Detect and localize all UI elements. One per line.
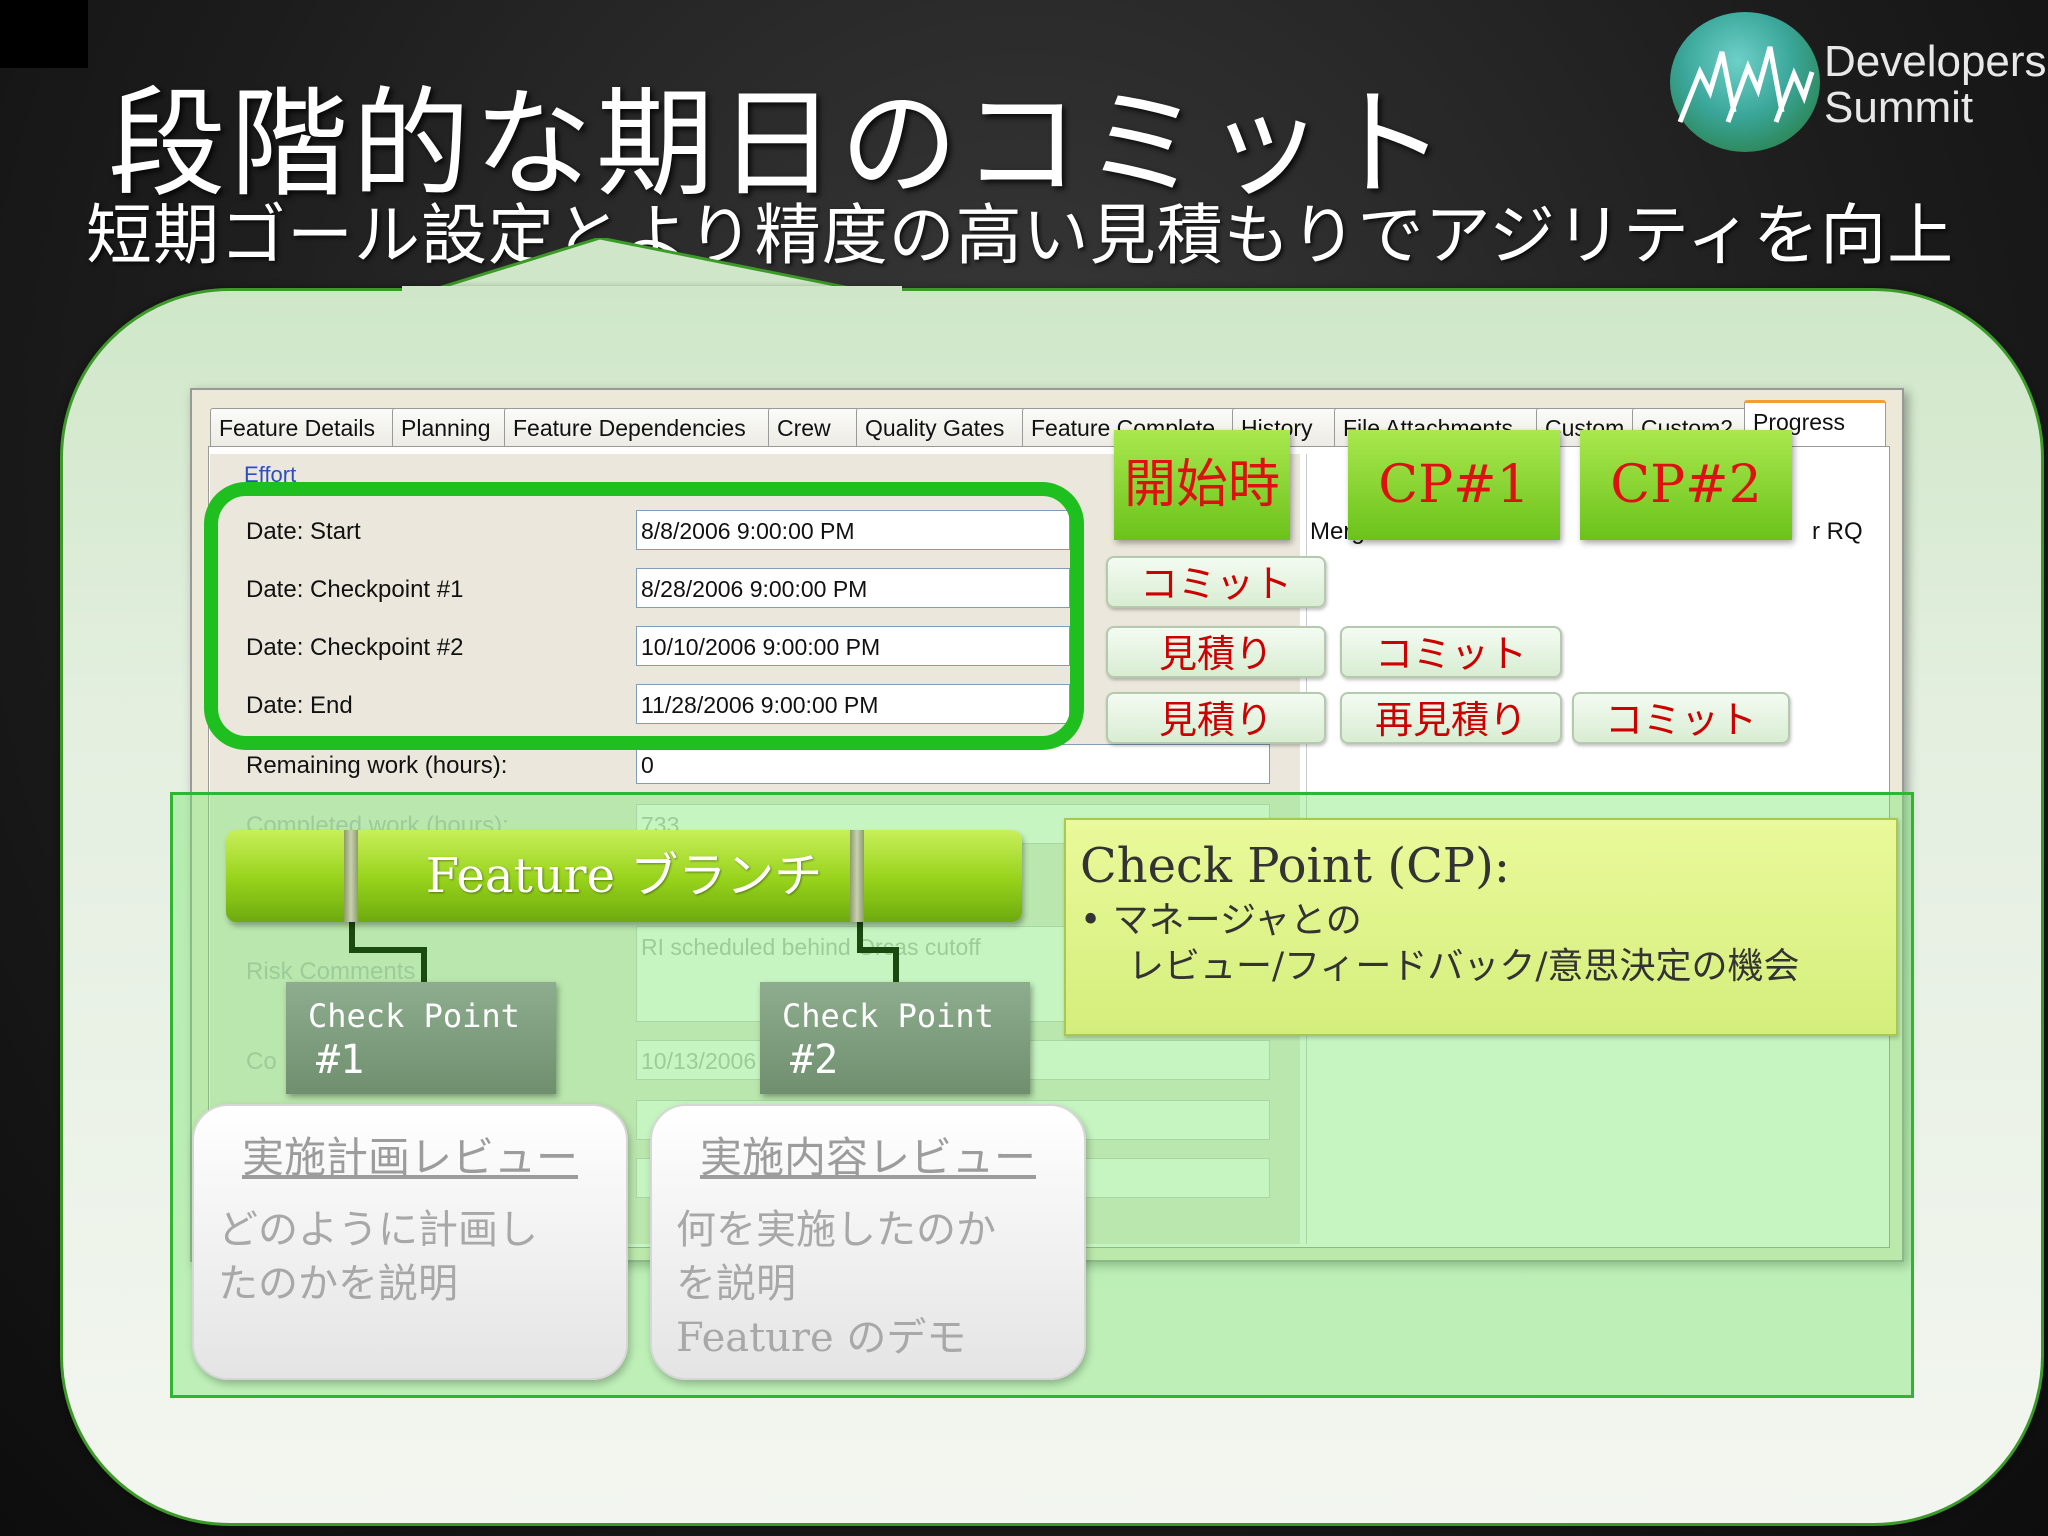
remaining-work-label: Remaining work (hours): xyxy=(246,752,508,779)
reestimate-button-row3[interactable]: 再見積り xyxy=(1340,692,1562,744)
content-review-card: 実施内容レビュー 何を実施したのか を説明 Feature のデモ xyxy=(650,1104,1086,1380)
estimate-button-row2[interactable]: 見積り xyxy=(1106,626,1326,678)
checkpoint2-box: Check Point #2 xyxy=(760,982,1030,1094)
date-start-label: Date: Start xyxy=(246,518,361,545)
developers-summit-logo: Developers Summit xyxy=(1670,12,2047,152)
checkpoint1-box: Check Point #1 xyxy=(286,982,556,1094)
plan-review-line1: どのように計画し xyxy=(218,1207,538,1253)
tab-feature-dependencies[interactable]: Feature Dependencies xyxy=(504,408,776,447)
cp2-header-button[interactable]: CP#2 xyxy=(1580,430,1792,540)
commit-button-row3[interactable]: コミット xyxy=(1572,692,1790,744)
checkpoint-connectors xyxy=(349,920,899,982)
logo-text-line2: Summit xyxy=(1824,83,1974,132)
checkpoint2-marker xyxy=(850,830,864,922)
tab-feature-details[interactable]: Feature Details xyxy=(210,408,398,447)
date-end-input[interactable]: 11/28/2006 9:00:00 PM xyxy=(636,684,1070,724)
tab-quality-gates[interactable]: Quality Gates xyxy=(856,408,1026,447)
cp-note-line1: • マネージャとの xyxy=(1080,900,1362,941)
tab-crew[interactable]: Crew xyxy=(768,408,860,447)
feature-branch-bar: Feature ブランチ xyxy=(226,830,1022,922)
commit-button-row1[interactable]: コミット xyxy=(1106,556,1326,608)
date-checkpoint1-label: Date: Checkpoint #1 xyxy=(246,576,464,603)
estimate-button-row3[interactable]: 見積り xyxy=(1106,692,1326,744)
date-end-label: Date: End xyxy=(246,692,353,719)
rq-text: r RQ xyxy=(1812,518,1863,545)
date-highlight-outline xyxy=(204,482,1084,750)
code-label: Co xyxy=(246,1048,277,1075)
date-checkpoint2-label: Date: Checkpoint #2 xyxy=(246,634,464,661)
checkpoint1-label: Check Point xyxy=(308,997,520,1035)
commit-button-row2[interactable]: コミット xyxy=(1340,626,1562,678)
cp-note-line2: レビュー/フィードバック/意思決定の機会 xyxy=(1128,946,1800,987)
start-header-button[interactable]: 開始時 xyxy=(1114,430,1290,540)
content-review-line2: を説明 xyxy=(676,1261,796,1307)
content-review-line1: 何を実施したのか xyxy=(676,1207,996,1253)
content-review-title: 実施内容レビュー xyxy=(699,1133,1036,1182)
slide-title: 段階的な期日のコミット xyxy=(108,75,1451,213)
risk-comments-label: Risk Comments xyxy=(246,958,416,985)
checkpoint2-label: Check Point xyxy=(782,997,994,1035)
checkpoint1-marker xyxy=(344,830,358,922)
plan-review-title: 実施計画レビュー xyxy=(241,1133,578,1182)
checkpoint1-number: #1 xyxy=(316,1037,365,1083)
date-start-input[interactable]: 8/8/2006 9:00:00 PM xyxy=(636,510,1070,550)
corner-block xyxy=(0,0,88,68)
plan-review-card: 実施計画レビュー どのように計画し たのかを説明 xyxy=(192,1104,628,1380)
logo-text-line1: Developers xyxy=(1824,37,2047,86)
slide-subtitle: 短期ゴール設定とより精度の高い見積もりでアジリティを向上 xyxy=(86,197,1955,274)
checkpoint2-number: #2 xyxy=(790,1037,839,1083)
content-review-line3: Feature のデモ xyxy=(676,1315,967,1361)
cp1-header-button[interactable]: CP#1 xyxy=(1348,430,1560,540)
tab-planning[interactable]: Planning xyxy=(392,408,510,447)
callout-tail-join xyxy=(402,286,902,296)
cp-note-title: Check Point (CP): xyxy=(1080,838,1510,894)
remaining-work-input[interactable]: 0 xyxy=(636,744,1270,784)
date-checkpoint1-input[interactable]: 8/28/2006 9:00:00 PM xyxy=(636,568,1070,608)
logo-emblem-icon xyxy=(1670,12,1820,152)
plan-review-line2: たのかを説明 xyxy=(218,1261,458,1307)
date-checkpoint2-input[interactable]: 10/10/2006 9:00:00 PM xyxy=(636,626,1070,666)
checkpoint-definition-note: Check Point (CP): • マネージャとの レビュー/フィードバック… xyxy=(1064,818,1898,1036)
